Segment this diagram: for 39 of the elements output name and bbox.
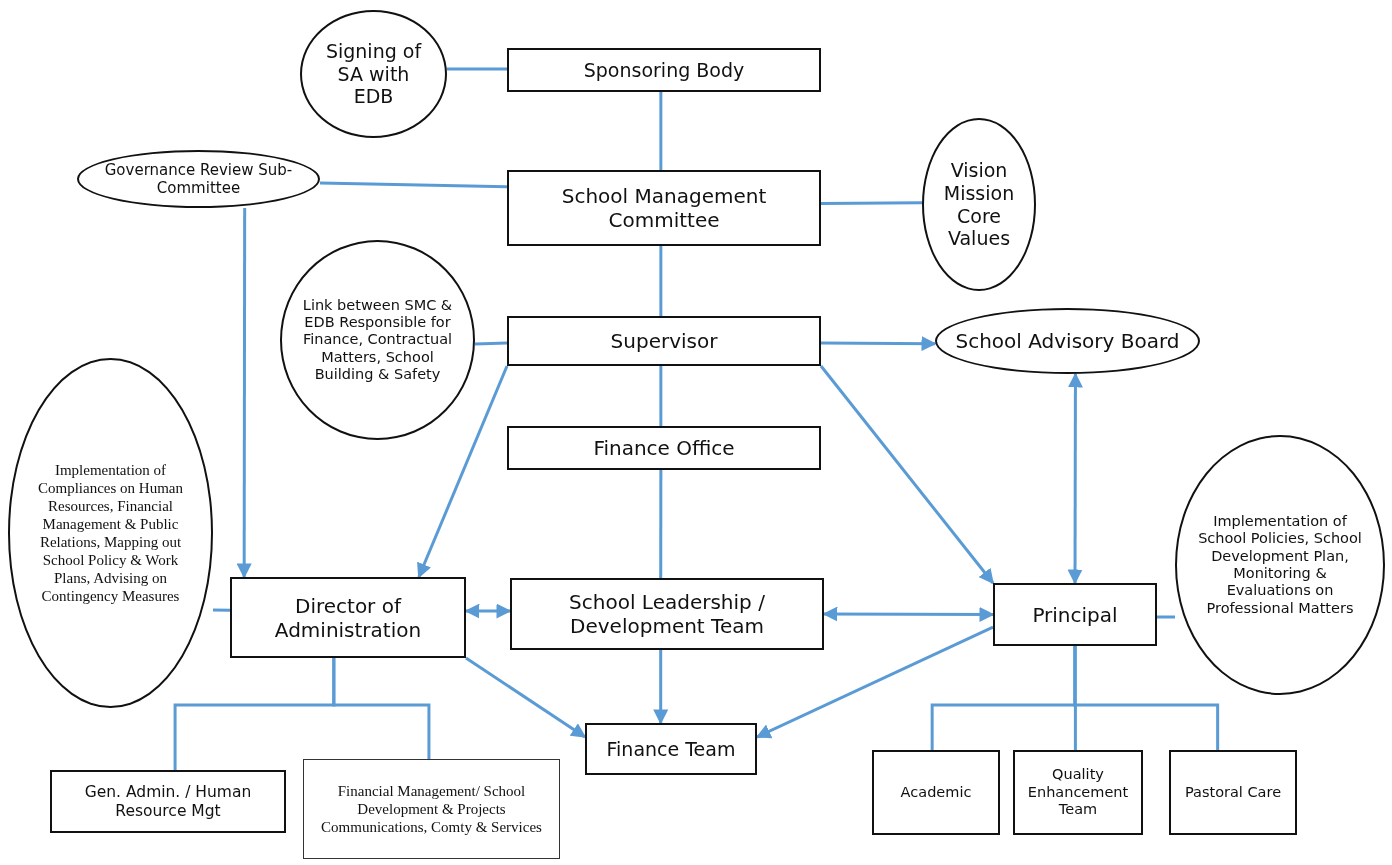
arrow [1067,372,1083,585]
ellipse-node: Implementation of School Policies, School Development Plan, Monitoring & Evaluations on Professional Matters [1175,435,1385,695]
connector-line [1073,646,1220,750]
arrow [417,365,509,579]
arrow [653,650,669,725]
connector-line [659,92,663,170]
ellipse-node: Governance Review Sub-Committee [77,150,320,208]
connector-line [659,366,663,426]
process-box: Finance Office [507,426,821,470]
arrow [821,336,937,352]
process-box: Gen. Admin. / Human Resource Mgt [50,770,286,833]
process-box: Financial Management/ School Development & Projects Communications, Comty & Services [303,759,560,859]
connector-line [212,608,230,612]
process-box: Supervisor [507,316,821,366]
arrow [465,656,587,739]
process-box: Pastoral Care [1169,750,1297,835]
connector-line [332,658,431,759]
connector-line [821,201,922,205]
connector-line [474,341,508,346]
ellipse-node: Link between SMC & EDB Responsible for Finance, Contractual Matters, School Building & Safety [280,240,475,440]
arrow [819,365,995,585]
arrow [236,208,252,579]
ellipse-node: School Advisory Board [935,308,1200,374]
ellipse-node: Signing of SA with EDB [300,10,447,138]
process-box: School Management Committee [507,170,821,246]
process-box: School Leadership / Development Team [510,578,824,650]
process-box: Director of Administration [230,577,466,658]
ellipse-node: Vision Mission Core Values [922,118,1036,291]
process-box: Principal [993,583,1157,646]
process-box: Quality Enhancement Team [1013,750,1143,835]
connector-line [319,181,508,189]
connector-line [447,67,507,71]
process-box: Finance Team [585,723,757,775]
process-box: Academic [872,750,1000,835]
process-box: Sponsoring Body [507,48,821,92]
connector-line [659,470,663,578]
connector-line [659,246,663,316]
connector-line [1157,615,1175,619]
ellipse-node: Implementation of Compliances on Human Resources, Financial Management & Public Relations, Mapping out School Policy & Work Plans, Advising on Contingency Measures [8,358,213,708]
